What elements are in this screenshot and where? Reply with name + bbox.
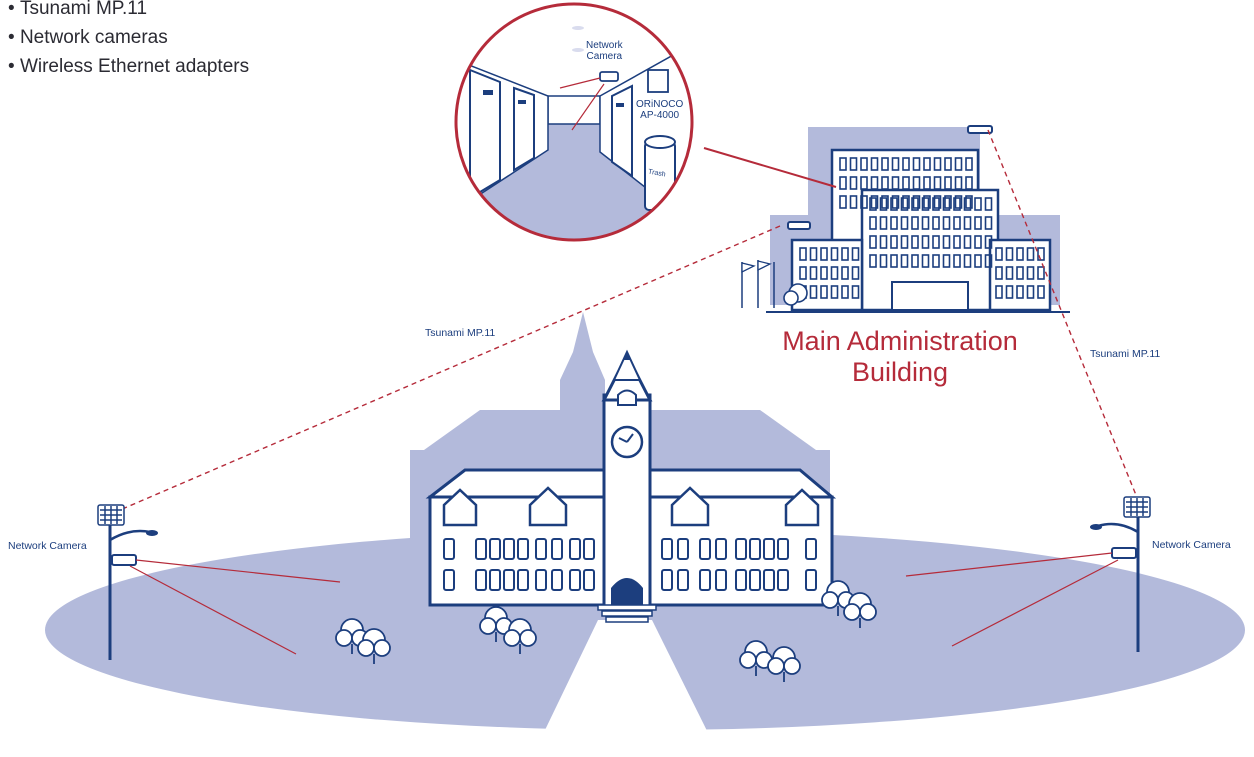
camera-pole-left xyxy=(97,504,341,660)
main-admin-building-label-line2: Building xyxy=(851,357,949,387)
tree xyxy=(739,640,773,676)
admin-building xyxy=(741,125,1070,313)
inset-camera-label-line1: Network xyxy=(586,40,623,51)
feature-list: Tsunami MP.11 Network cameras Wireless E… xyxy=(8,0,249,81)
camera-label-left: Network Camera xyxy=(8,540,87,552)
tree xyxy=(767,646,801,682)
feature-item: Network cameras xyxy=(8,23,249,52)
tsunami-label-left: Tsunami MP.11 xyxy=(425,327,496,339)
tree xyxy=(357,628,391,664)
hallway-inset xyxy=(454,2,694,242)
main-hall xyxy=(425,349,837,623)
feature-item: Wireless Ethernet adapters xyxy=(8,52,249,81)
tsunami-label-right: Tsunami MP.11 xyxy=(1090,348,1161,360)
inset-connector xyxy=(703,147,837,188)
tsunami-link-right xyxy=(987,129,1139,501)
main-admin-building-label: Main Administration Building xyxy=(735,326,1065,388)
trees xyxy=(335,580,877,682)
inset-camera-label: Network Camera xyxy=(586,40,623,62)
tree xyxy=(479,606,513,642)
tree xyxy=(843,592,877,628)
inset-camera-label-line2: Camera xyxy=(586,51,623,62)
inset-ap-label: ORiNOCO AP-4000 xyxy=(636,99,683,121)
inset-ap-label-line1: ORiNOCO xyxy=(636,99,684,110)
inset-ap-label-line2: AP-4000 xyxy=(640,110,680,121)
tree xyxy=(503,618,537,654)
campus-lawn xyxy=(45,530,1245,757)
main-admin-building-label-line1: Main Administration xyxy=(782,326,1018,356)
tsunami-link-left xyxy=(119,225,781,511)
feature-item: Tsunami MP.11 xyxy=(8,0,249,23)
camera-label-right: Network Camera xyxy=(1152,539,1231,551)
camera-pole-right xyxy=(905,496,1151,652)
